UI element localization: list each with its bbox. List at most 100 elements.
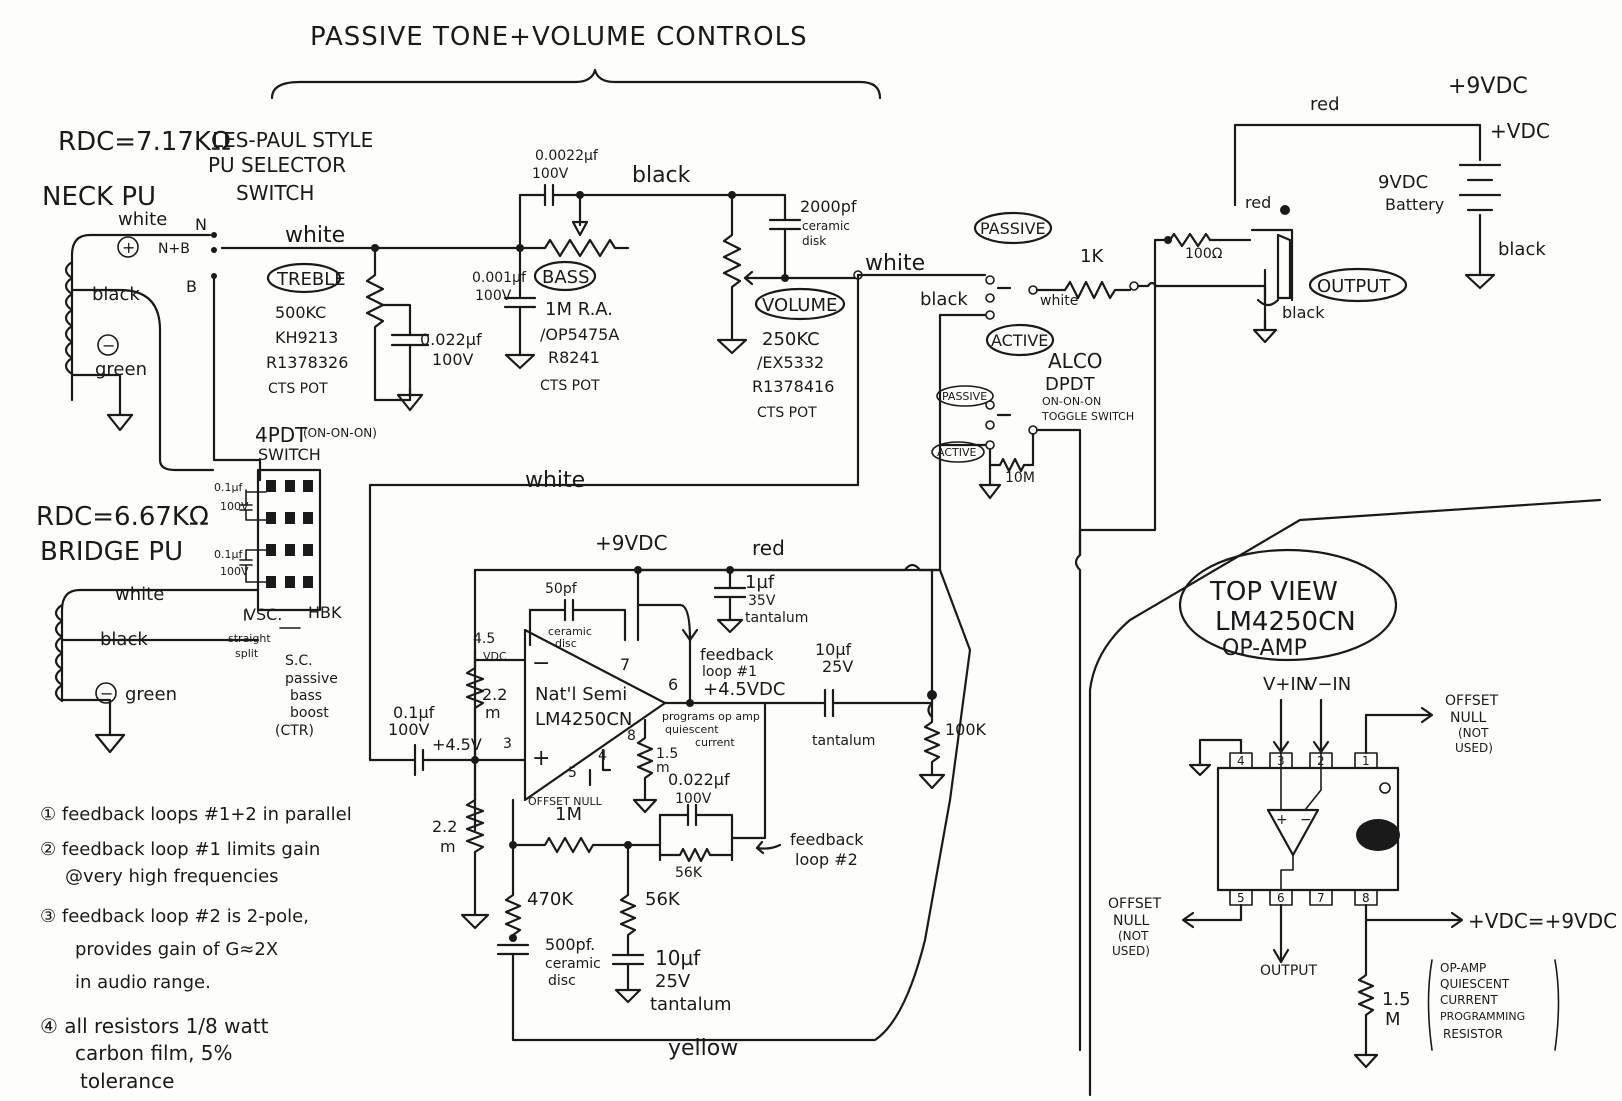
neck-black-label: black [92,284,140,305]
4pdt-note-5: (CTR) [275,723,314,739]
volume-label: VOLUME [762,295,837,316]
4pdt-straight-label: straight [228,632,271,645]
topview-vinp-label: V+IN [1263,674,1309,695]
bridge-rdc-label: RDC=6.67KΩ [36,502,209,532]
topview-offset-top-3: (NOT [1458,726,1489,740]
4pdt-vsc-label: VSC. [245,605,282,624]
jack-black-label: black [1282,303,1325,322]
amp-output-path [663,568,946,840]
volume-spec-2: /EX5332 [757,353,824,372]
neck-plus-sign: + [122,238,135,257]
topview-pin3: 3 [1277,754,1285,768]
amp-vdc-label: VDC [483,650,507,663]
cap-022-value: 0.022µf [668,770,730,789]
topview-plus-sign: + [1276,812,1288,828]
cap-50pf [528,598,627,647]
amp-input-cap-value: 0.1µf [393,703,435,722]
alco-active-oval [931,441,985,463]
battery-spec-1: 9VDC [1378,172,1428,193]
selector-label-line2: PU SELECTOR [208,153,346,177]
volume-oval [754,287,846,321]
amp-red-label: red [752,536,785,560]
neck-minus-circle [97,334,119,356]
bridge-minus-sign: − [100,684,113,703]
alco-label-3: ON-ON-ON [1042,395,1101,408]
topview-output-label: OUTPUT [1260,963,1318,979]
volume-pot-network [368,191,863,762]
note-line-8: carbon film, 5% [75,1041,233,1065]
4pdt-label-1: 4PDT [255,423,308,447]
bass-oval [533,260,597,292]
cap-10uf-out-voltage: 25V [822,657,853,676]
selector-label-line1: LES-PAUL STYLE [212,128,373,152]
bass-cap-left-value: 0.001µf [472,270,527,286]
opamp-pin5: 5 [568,765,577,781]
alco-switch [938,400,1082,557]
active-oval [985,323,1055,357]
neck-white-label: white [118,209,167,230]
r1k-label: 1K [1080,246,1104,267]
bass-pot-network [373,183,734,370]
bass-spec-2: /OP5475A [540,325,619,344]
4pdt-label-2: (ON-ON-ON) [303,426,377,440]
4pdt-cap2-voltage: 100V [220,565,249,578]
amp-offset-label: OFFSET NULL [528,795,603,808]
topview-offset-bot-3: (NOT [1118,929,1149,943]
r100k-label: 100K [945,720,987,739]
alco-passive-label: PASSIVE [942,390,987,403]
selector-b-label: B [186,277,197,296]
volume-white-label: white [865,251,925,276]
output-oval [1308,267,1408,303]
4pdt-label-3: SWITCH [258,445,321,464]
bridge-white-label: white [115,584,164,605]
4pdt-note-4: boost [290,705,329,721]
topview-pin4: 4 [1237,754,1245,768]
opamp-pin7: 7 [620,655,630,674]
4pdt-cap1-value: 0.1µf [214,481,243,494]
diagram-title: PASSIVE TONE+VOLUME CONTROLS [310,22,808,52]
cap-500pf-value: 500pf. [545,935,595,954]
note-line-2: ② feedback loop #1 limits gain [40,839,320,860]
passive-oval [973,211,1053,245]
bass-cap-top-voltage: 100V [532,166,569,182]
topview-title-1: TOP VIEW [1209,577,1338,607]
r100-label: 100Ω [1185,246,1223,262]
cap-10uf-gnd-type: tantalum [650,994,732,1015]
neck-rdc-label: RDC=7.17KΩ [58,127,231,157]
amp-22bot-label: 2.2 [432,817,457,836]
note-line-4: ③ feedback loop #2 is 2-pole, [40,906,309,927]
cap-50pf-disc: disc [555,637,577,650]
battery-vdc-label: +VDC [1490,119,1550,143]
4pdt-note-2: passive [285,671,338,687]
fb1-label-2: loop #1 [702,664,757,680]
cap-500pf-type: ceramic [545,956,601,972]
bridge-green-label: green [125,684,177,705]
topview-prog-5: RESISTOR [1443,1027,1503,1041]
yellow-label: yellow [668,1036,738,1061]
4pdt-split-label: split [235,647,259,660]
bridge-pu-label: BRIDGE PU [40,537,183,567]
amp-22top-label: 2.2 [482,685,507,704]
4pdt-switch-body [239,468,322,629]
amp-program-note-2: quiescent [665,723,719,736]
bass-black-label: black [632,163,691,188]
topview-pin2: 2 [1317,754,1325,768]
treble-cap-value: 0.022µf [420,330,482,349]
amp-9v-label: +9VDC [595,531,668,555]
fb1-voltage: +4.5VDC [703,679,785,700]
opamp-plus-input: + [532,746,550,771]
cap-10uf-out-value: 10µf [815,640,852,659]
active-label: ACTIVE [991,331,1048,350]
battery-9v-label: +9VDC [1448,74,1528,99]
battery-red-label: red [1310,94,1340,115]
amp-15-unit: m [656,760,670,776]
topview-pin7: 7 [1317,891,1325,905]
amp-45-label: 4.5 [473,631,495,647]
selector-n-label: N [195,215,207,234]
bass-spec-4: CTS POT [540,378,600,394]
output-label: OUTPUT [1317,276,1391,297]
title-brace [270,68,882,100]
topview-pin1: 1 [1362,754,1370,768]
amp-22top-unit: m [485,703,501,722]
